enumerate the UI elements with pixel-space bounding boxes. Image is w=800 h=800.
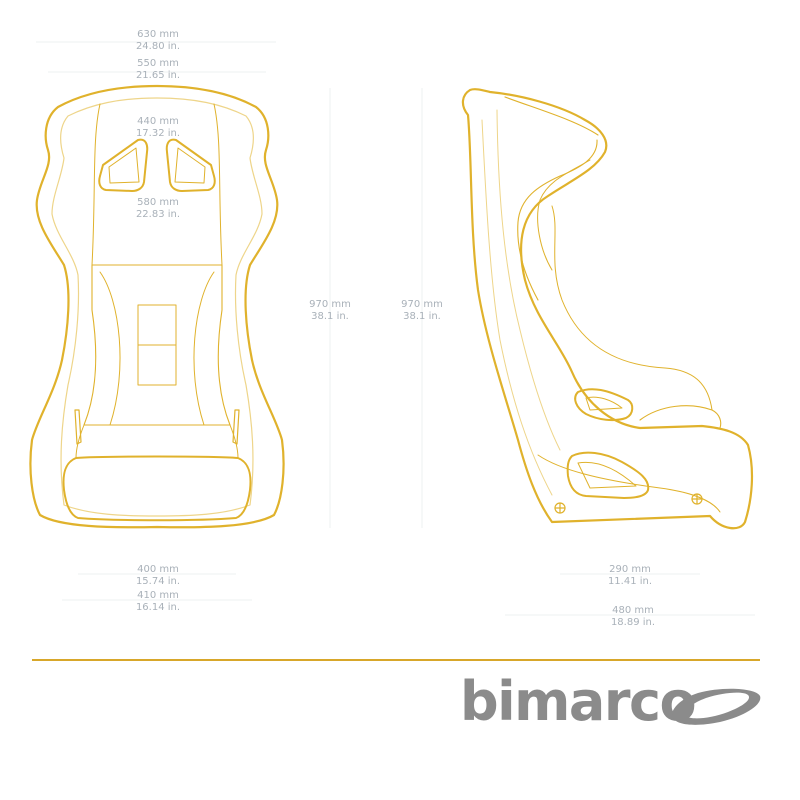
- side-lower-harness-slot-inner: [577, 461, 637, 489]
- dim-base-width-inner-in: 15.74 in.: [135, 576, 181, 587]
- dim-shoulder-width-in: 17.32 in.: [135, 128, 181, 139]
- side-bolster-curve: [551, 205, 713, 411]
- dim-harness-width-in: 22.83 in.: [135, 209, 181, 220]
- dim-harness-width: 580 mm 22.83 in.: [88, 197, 228, 221]
- divider-rule: [32, 659, 760, 661]
- dim-side-height-in: 38.1 in.: [403, 311, 441, 322]
- dim-base-width-outer-in: 16.14 in.: [135, 602, 181, 613]
- front-right-bolster-line: [193, 271, 215, 426]
- front-seat-cushion: [62, 455, 252, 522]
- side-front-mount-bolt: [554, 502, 566, 514]
- dim-base-depth: 290 mm 11.41 in.: [560, 564, 700, 588]
- front-left-wing: [91, 103, 101, 266]
- front-seat-front-edge: [75, 424, 239, 459]
- dim-base-depth-mm: 290 mm: [609, 564, 651, 575]
- dim-top-width-inner-in: 21.65 in.: [135, 70, 181, 81]
- dim-side-height: 970 mm 38.1 in.: [352, 299, 492, 323]
- side-lower-harness-slot: [566, 451, 650, 499]
- dim-top-width-inner: 550 mm 21.65 in.: [88, 58, 228, 82]
- dim-harness-width-mm: 580 mm: [137, 197, 179, 208]
- side-back-inner-line-2: [496, 109, 561, 451]
- dim-shoulder-width-mm: 440 mm: [137, 116, 179, 127]
- side-upper-harness-slot: [574, 388, 634, 422]
- dim-top-width-outer-mm: 630 mm: [137, 29, 179, 40]
- front-outer-shell: [29, 84, 285, 529]
- brand-logo-wordmark: bimarco: [460, 670, 697, 733]
- front-right-harness-slot: [165, 138, 216, 192]
- dim-front-height: 970 mm 38.1 in.: [260, 299, 400, 323]
- brand-logo: bimarco: [460, 670, 770, 736]
- front-right-side-slot: [232, 409, 240, 445]
- dim-total-depth-mm: 480 mm: [612, 605, 654, 616]
- dim-front-height-in: 38.1 in.: [311, 311, 349, 322]
- dimension-guides: [36, 41, 755, 616]
- seat-side-view: [461, 88, 754, 530]
- brand-swoosh-icon: [672, 688, 761, 725]
- dim-top-width-inner-mm: 550 mm: [137, 58, 179, 69]
- side-base-line: [537, 454, 721, 513]
- dim-shoulder-width: 440 mm 17.32 in.: [88, 116, 228, 140]
- side-rear-mount-bolt: [691, 493, 703, 505]
- front-right-wing: [213, 103, 223, 266]
- dim-base-width-outer-mm: 410 mm: [137, 590, 179, 601]
- dim-side-height-mm: 970 mm: [401, 299, 443, 310]
- side-shoulder-inner-2: [537, 159, 591, 271]
- dim-total-depth-in: 18.89 in.: [610, 617, 656, 628]
- dim-base-width-outer: 410 mm 16.14 in.: [88, 590, 228, 614]
- front-left-bolster-line: [99, 271, 121, 426]
- side-cushion-top: [639, 405, 722, 429]
- dim-total-depth: 480 mm 18.89 in.: [563, 605, 703, 629]
- dim-base-width-inner-mm: 400 mm: [137, 564, 179, 575]
- side-back-inner-line: [481, 119, 553, 496]
- dim-base-depth-in: 11.41 in.: [607, 576, 653, 587]
- dim-top-width-outer-in: 24.80 in.: [135, 41, 181, 52]
- side-upper-harness-slot-inner: [585, 396, 623, 411]
- side-outer-shell: [461, 88, 754, 530]
- dim-base-width-inner: 400 mm 15.74 in.: [88, 564, 228, 588]
- front-right-harness-slot-inner: [174, 147, 206, 184]
- front-left-side-slot: [74, 409, 82, 445]
- front-left-harness-slot-inner: [108, 147, 140, 184]
- dim-front-height-mm: 970 mm: [309, 299, 351, 310]
- dim-top-width-outer: 630 mm 24.80 in.: [88, 29, 228, 53]
- front-left-harness-slot: [98, 138, 149, 192]
- front-inner-shell: [51, 97, 263, 517]
- seat-front-view: [29, 84, 285, 529]
